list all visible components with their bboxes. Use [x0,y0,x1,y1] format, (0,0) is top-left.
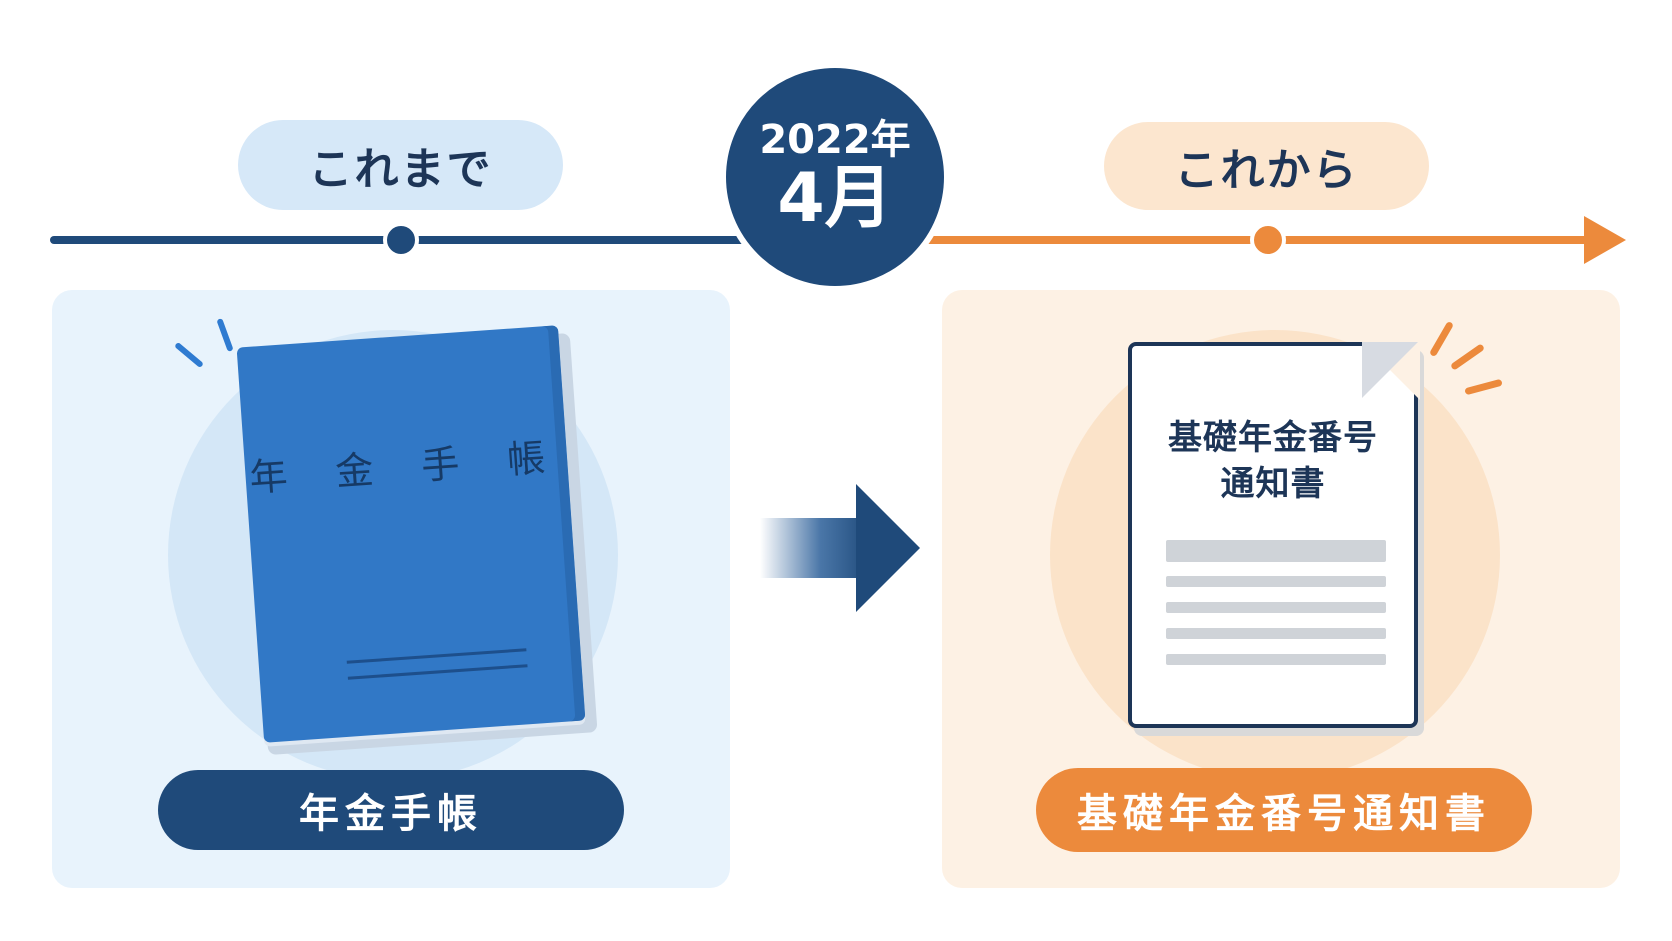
notice-document-icon: 基礎年金番号 通知書 [1128,340,1420,728]
document-fold-icon [1362,342,1418,398]
document-text-placeholder [1166,576,1386,587]
before-item-label: 年金手帳 [158,770,624,850]
document-text-placeholder [1166,654,1386,665]
before-label-pill: これまで [238,120,563,210]
change-date-month: 4月 [777,158,893,238]
document-title: 基礎年金番号 通知書 [1132,416,1414,508]
document-text-placeholder [1166,540,1386,562]
booklet-cover-line [347,664,528,680]
booklet-cover-title: 年 金 手 帳 [248,434,565,501]
document-text-placeholder [1166,602,1386,613]
booklet-cover-line [346,648,527,664]
transition-arrow-icon [760,484,920,612]
after-item-label: 基礎年金番号通知書 [1036,768,1532,852]
change-date-badge: 2022年 4月 [720,62,950,292]
timeline-marker-past [383,222,419,258]
change-date-year: 2022年 [759,116,911,163]
timeline-marker-future [1250,222,1286,258]
pension-booklet-icon: 年 金 手 帳 [236,325,586,743]
after-label-pill: これから [1104,122,1429,210]
document-text-placeholder [1166,628,1386,639]
document-title-line1: 基礎年金番号 [1168,418,1378,458]
timeline-arrow-head-icon [1584,216,1626,264]
document-title-line2: 通知書 [1220,463,1326,504]
